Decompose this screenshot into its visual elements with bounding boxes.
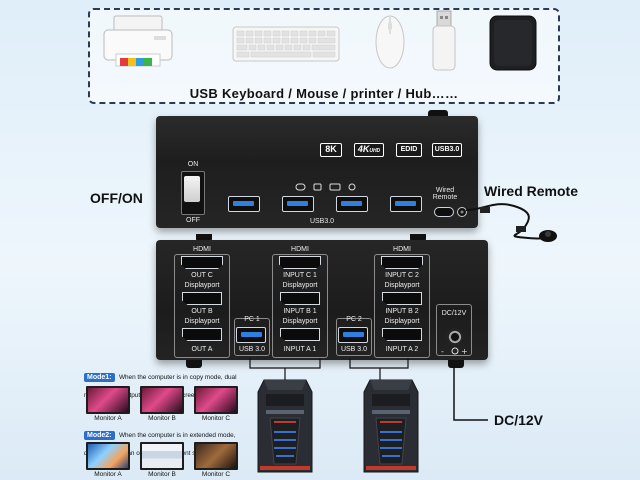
outputs-group	[174, 254, 230, 358]
input-b1-label: INPUT B 1	[283, 308, 317, 315]
kvm-front-panel	[156, 116, 478, 228]
pc2-dp2-label: Displayport	[384, 318, 420, 325]
badge-8k: 8K	[320, 143, 342, 157]
mode2-monitor-a-label: Monitor A	[94, 471, 122, 478]
front-usb-port-1[interactable]	[228, 196, 260, 212]
mode2-monitor-c-label: Monitor C	[201, 471, 231, 478]
printer-icon	[103, 15, 173, 67]
input-c1-hdmi-port[interactable]	[279, 256, 321, 269]
pc2-tower-icon	[363, 379, 419, 473]
input-b2-label: INPUT B 2	[385, 308, 419, 315]
power-switch-rocker[interactable]	[184, 176, 200, 202]
mode1-monitor-b-label: Monitor B	[148, 415, 176, 422]
pc1-hdmi-label: HDMI	[291, 246, 309, 253]
out-c-label: OUT C	[191, 272, 213, 279]
out-a-dp-port[interactable]	[182, 328, 222, 341]
mode1-monitor-c	[194, 386, 238, 414]
pc1-tower-icon	[257, 379, 313, 473]
pc1-usb-group	[234, 318, 270, 356]
off-on-label: OFF/ON	[90, 190, 143, 206]
badge-usb3: USB3.0	[432, 143, 462, 157]
front-usb-port-3[interactable]	[336, 196, 368, 212]
input-c2-hdmi-port[interactable]	[381, 256, 423, 269]
mode1-monitor-b	[140, 386, 184, 414]
pc2-dp1-label: Displayport	[384, 282, 420, 289]
usb-drive-icon	[432, 10, 456, 71]
pc1-dp1-label: Displayport	[282, 282, 318, 289]
dc-12v-side-label: DC/12V	[494, 412, 544, 428]
dc-power-jack[interactable]	[446, 328, 464, 346]
remote-cable-icon	[465, 203, 557, 242]
hard-drive-icon	[489, 15, 537, 71]
front-usb-port-2[interactable]	[282, 196, 314, 212]
input-b1-dp-port[interactable]	[280, 292, 320, 305]
out-dp2-label: Displayport	[184, 318, 220, 325]
rear-foot	[410, 234, 426, 242]
switch-on-label: ON	[187, 161, 199, 168]
remote-jack-icon	[457, 207, 467, 217]
pc2-usb-group	[336, 318, 372, 356]
out-c-hdmi-port[interactable]	[181, 256, 223, 269]
dc-callout-line	[453, 364, 488, 421]
out-b-label: OUT B	[191, 308, 213, 315]
input-a1-dp-port[interactable]	[280, 328, 320, 341]
keyboard-icon	[232, 26, 340, 62]
badge-4k: 4KUHD	[354, 143, 384, 157]
mode1-tag: Mode1:	[84, 373, 115, 382]
out-dp1-label: Displayport	[184, 282, 220, 289]
pc1-usb-port[interactable]	[236, 327, 266, 343]
wired-remote-port[interactable]	[434, 207, 454, 217]
mouse-icon	[375, 15, 405, 69]
input-c1-label: INPUT C 1	[283, 272, 317, 279]
pc1-label: PC 1	[244, 316, 260, 323]
front-usb-group-label: USB3.0	[309, 218, 335, 225]
svg-text:+: +	[461, 347, 468, 356]
mode2-tag: Mode2:	[84, 431, 115, 440]
wired-remote-label: Wired Remote	[484, 183, 579, 199]
out-a-label: OUT A	[191, 346, 213, 353]
pc1-dp2-label: Displayport	[282, 318, 318, 325]
mode2-monitor-a	[86, 442, 130, 470]
rear-foot	[448, 360, 464, 368]
input-a2-dp-port[interactable]	[382, 328, 422, 341]
pc1-usb-label: USB 3.0	[238, 346, 266, 353]
input-a1-label: INPUT A 1	[283, 346, 317, 353]
input-a2-label: INPUT A 2	[385, 346, 419, 353]
pc2-usb-label: USB 3.0	[340, 346, 368, 353]
pc1-inputs-group	[272, 254, 328, 358]
pc2-hdmi-label: HDMI	[393, 246, 411, 253]
pc2-label: PC 2	[346, 316, 362, 323]
dc-port-label: DC/12V	[441, 310, 467, 317]
out-b-dp-port[interactable]	[182, 292, 222, 305]
input-c2-label: INPUT C 2	[385, 272, 419, 279]
mode1-monitor-a-label: Monitor A	[94, 415, 122, 422]
svg-text:-: -	[441, 347, 444, 356]
mode2-monitor-b-label: Monitor B	[148, 471, 176, 478]
rear-foot	[186, 360, 202, 368]
mode2-monitor-c	[194, 442, 238, 470]
peripherals-caption: USB Keyboard / Mouse / printer / Hub……	[189, 86, 459, 101]
pc2-usb-port[interactable]	[338, 327, 368, 343]
input-b2-dp-port[interactable]	[382, 292, 422, 305]
rear-foot	[196, 234, 212, 242]
polarity-icon: - +	[441, 347, 468, 356]
switch-off-label: OFF	[186, 217, 200, 224]
mode2-monitor-b	[140, 442, 184, 470]
out-hdmi-label: HDMI	[193, 246, 211, 253]
mode1-monitor-a	[86, 386, 130, 414]
badge-edid: EDID	[396, 143, 422, 157]
mode1-monitor-c-label: Monitor C	[201, 415, 231, 422]
front-usb-port-4[interactable]	[390, 196, 422, 212]
front-knob	[428, 110, 448, 120]
usb-device-glyphs-icon	[295, 183, 356, 191]
pc2-inputs-group	[374, 254, 430, 358]
dc-group	[436, 304, 472, 356]
